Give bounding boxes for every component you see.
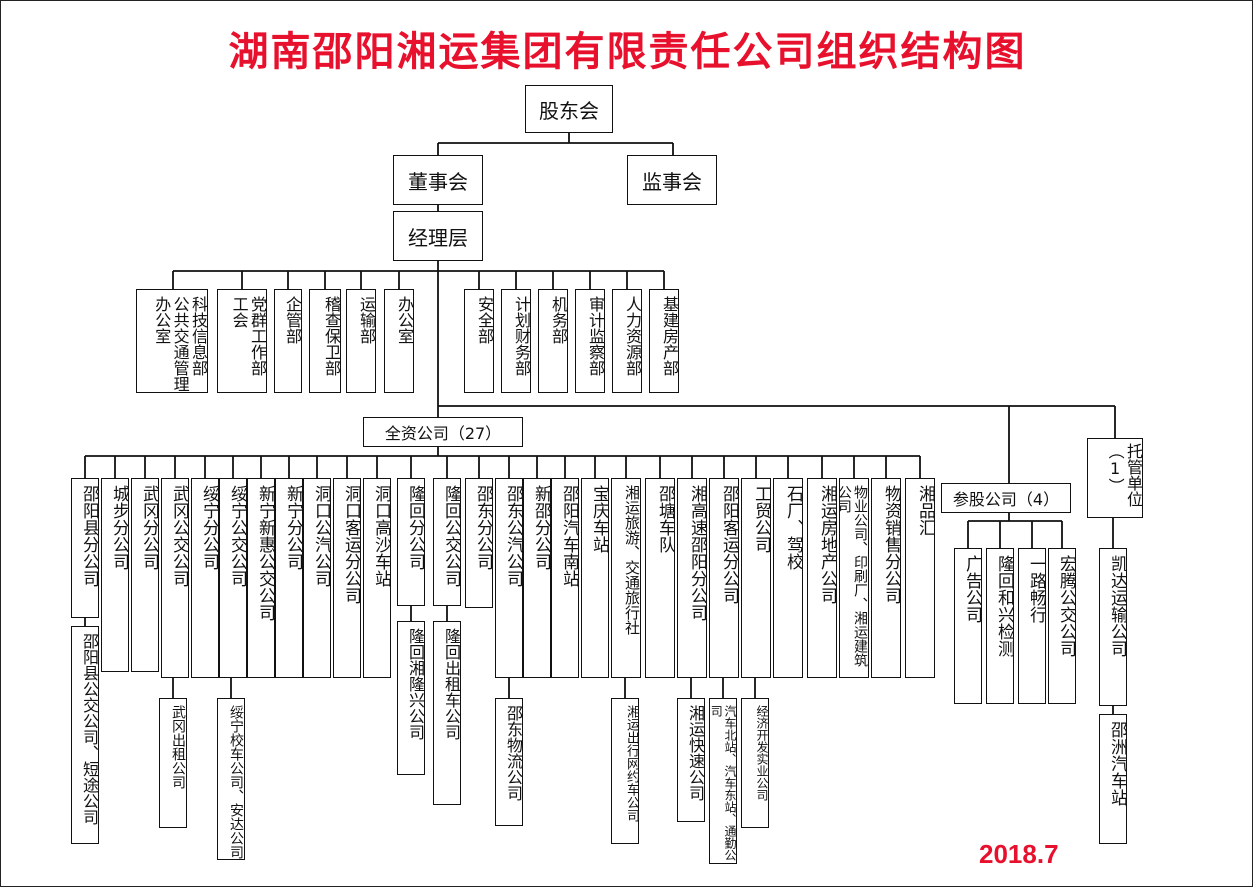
company-dongkou-gaosha-station: 洞口高沙车站 [363,478,391,678]
dept-safety: 安全部 [464,289,494,393]
dept-office: 办公室 [384,289,414,393]
company-xinshao: 新邵分公司 [523,478,551,678]
sub-economic-development: 经济开发实业公司 [741,698,769,828]
company-xiangpinhui: 湘品汇 [905,478,935,678]
company-quarry-driving-school: 石厂、驾校 [773,478,803,678]
company-dongkou-passenger: 洞口客运分公司 [333,478,361,678]
node-managed: 托管单位（1） [1087,438,1143,518]
company-shaoyang-south-station: 邵阳汽车南站 [551,478,579,678]
sub-wugang-taxi: 武冈出租公司 [159,698,187,828]
sub-shaodong-logistics: 邵东物流公司 [495,698,523,826]
company-longhui-bus: 隆回公交公司 [433,478,461,606]
managed-shaozhou-station: 邵洲汽车站 [1099,714,1127,844]
chart-title: 湖南邵阳湘运集团有限责任公司组织结构图 [228,29,1027,75]
sub-north-east-stations: 汽车北站、汽车东站、通勤公司 [709,698,737,864]
sub-ride-hailing: 湘运出行网约车公司 [611,698,639,844]
dept-finance: 计划财务部 [501,289,531,393]
node-shareholders-meeting: 股东会 [525,85,613,133]
node-shareholding: 参股公司（4） [941,483,1071,513]
company-shaoyang-county: 邵阳县分公司 [71,478,99,618]
company-materials-sales: 物资销售分公司 [871,478,901,678]
company-xinning-xinhui-bus: 新宁新惠公交公司 [247,478,275,678]
managed-kaida-transport: 凯达运输公司 [1099,548,1127,706]
company-chengbu: 城步分公司 [101,478,129,672]
node-management: 经理层 [393,211,483,261]
sub-xiangyun-express: 湘运快速公司 [677,698,705,822]
company-property-printing-construction: 物业公司、印刷厂、湘运建筑公司 [839,478,869,678]
node-wholly-owned: 全资公司（27） [363,417,523,447]
dept-party-affairs: 党群工作部 工会 [217,289,267,393]
company-wugang: 武冈分公司 [131,478,159,672]
company-suining: 绥宁分公司 [191,478,219,678]
company-dongkou-bus: 洞口公汽公司 [303,478,331,678]
company-baoqing-station: 宝庆车站 [581,478,609,678]
company-expressway-shaoyang: 湘高速邵阳分公司 [677,478,707,678]
company-shaodong: 邵东分公司 [465,478,493,608]
share-advertising: 广告公司 [954,548,982,704]
company-shaoyang-passenger: 邵阳客运分公司 [709,478,739,678]
sub-suining-school-bus: 绥宁校车公司、安达公司 [217,698,245,860]
company-suining-bus: 绥宁公交公司 [219,478,247,678]
company-longhui: 隆回分公司 [397,478,425,606]
share-longhui-hexing-testing: 隆回和兴检测 [986,548,1014,704]
share-yilu-changxing: 一路畅行 [1018,548,1046,704]
dept-audit: 审计监察部 [575,289,605,393]
company-shaodong-bus: 邵东公汽公司 [495,478,523,678]
company-travel-agency: 湘运旅游、交通旅行社 [611,478,641,678]
dept-tech-info: 科技信息部 公共交通管理办公室 [136,289,208,393]
dept-machinery: 机务部 [538,289,568,393]
company-shaotang-fleet: 邵塘车队 [645,478,675,678]
share-hongteng-bus: 宏腾公交公司 [1048,548,1076,704]
company-xinning: 新宁分公司 [275,478,303,678]
dept-inspection-security: 稽查保卫部 [309,289,341,393]
company-industry-trade: 工贸公司 [741,478,771,678]
node-board-of-directors: 董事会 [393,155,483,205]
dept-construction: 基建房产部 [649,289,679,393]
dept-transport: 运输部 [346,289,376,393]
dept-hr: 人力资源部 [612,289,642,393]
company-real-estate: 湘运房地产公司 [807,478,837,678]
sub-shaoyang-county-bus: 邵阳县公交公司、短途公司 [71,626,99,844]
node-supervisory-board: 监事会 [627,155,717,205]
sub-longhui-xianglongxing: 隆回湘隆兴公司 [397,621,425,775]
company-wugang-bus: 武冈公交公司 [161,478,189,678]
dept-enterprise-management: 企管部 [274,289,302,393]
sub-longhui-taxi: 隆回出租车公司 [433,621,461,805]
chart-date: 2018.7 [979,839,1059,869]
